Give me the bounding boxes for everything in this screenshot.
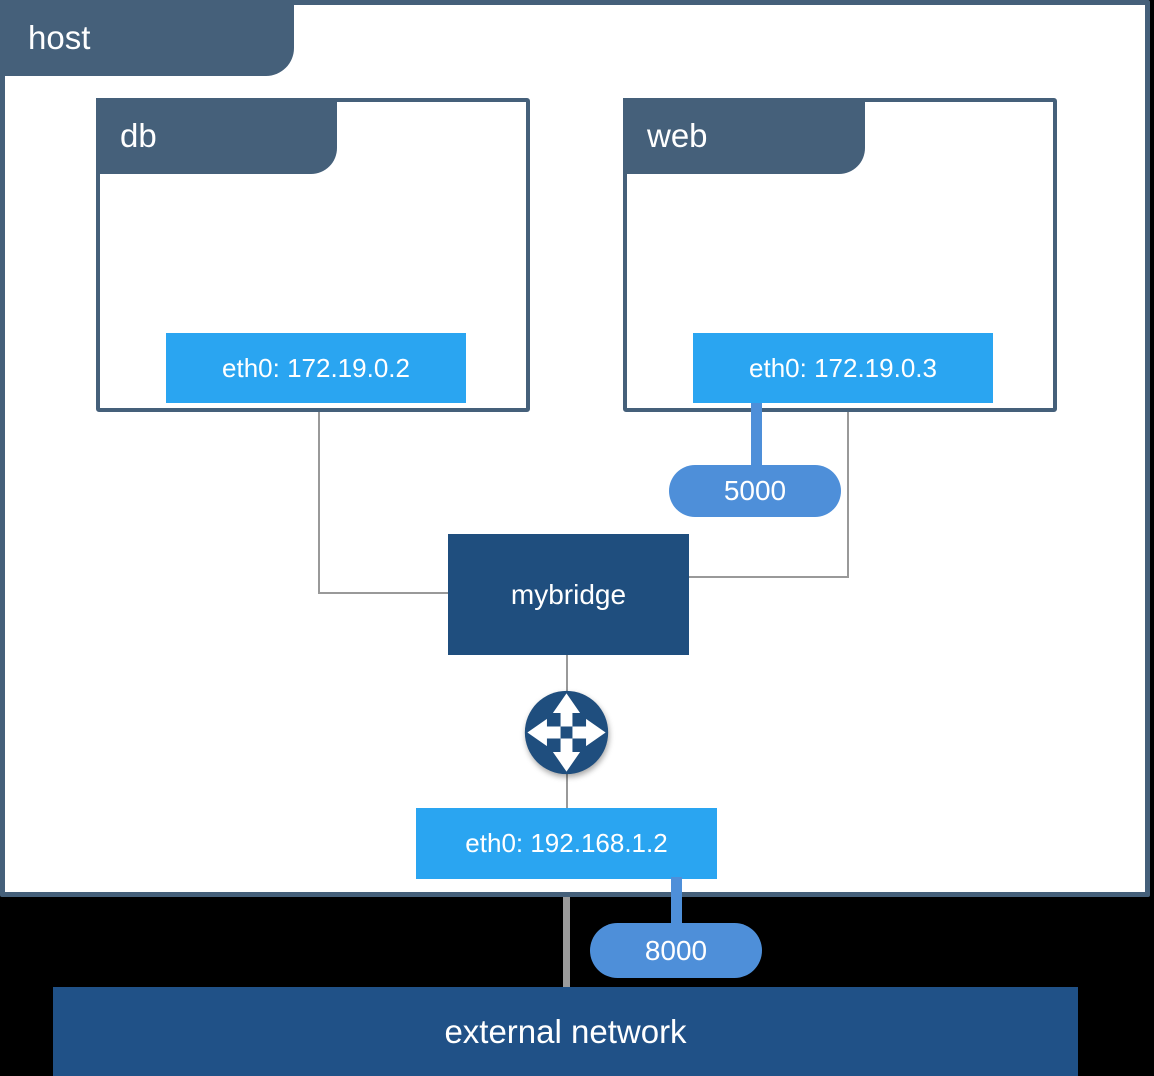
connector-host-to-external-network	[563, 897, 570, 990]
connector-web-port-5000	[751, 402, 762, 466]
connector-db-to-bridge-horizontal	[318, 592, 450, 594]
external-network-bar: external network	[53, 987, 1078, 1076]
host-eth0-label: eth0: 192.168.1.2	[416, 808, 717, 879]
db-label: db	[120, 117, 157, 154]
router-arrows-icon	[524, 690, 609, 775]
db-tab: db	[96, 98, 337, 174]
connector-web-to-bridge-horizontal	[687, 576, 849, 578]
web-label: web	[647, 117, 708, 154]
db-eth0-label: eth0: 172.19.0.2	[166, 333, 466, 403]
host-tab: host	[0, 0, 294, 76]
port-8000-pill: 8000	[590, 923, 762, 978]
connector-db-to-bridge-vertical	[318, 410, 320, 594]
port-5000-pill: 5000	[669, 465, 841, 517]
web-tab: web	[623, 98, 865, 174]
host-label: host	[28, 19, 91, 56]
connector-web-to-bridge-vertical	[847, 410, 849, 578]
mybridge-box: mybridge	[448, 534, 689, 655]
web-eth0-label: eth0: 172.19.0.3	[693, 333, 993, 403]
connector-host-port-8000	[671, 877, 682, 925]
